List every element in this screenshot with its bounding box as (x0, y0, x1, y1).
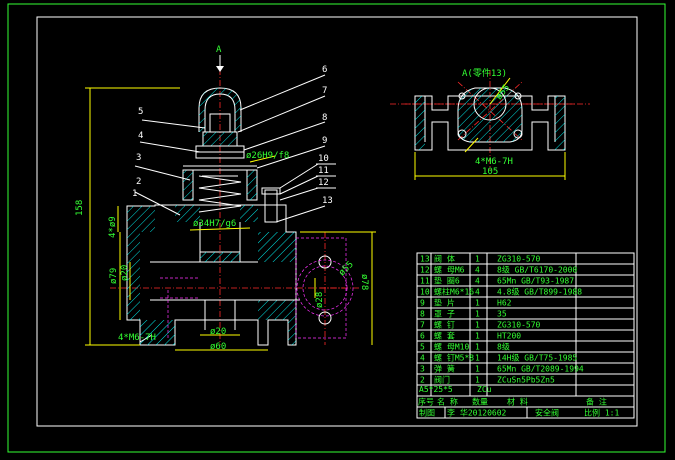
balloon-10: 10 (318, 154, 329, 164)
bom-overlap-label-2: ZCu (477, 385, 492, 394)
bom-cell-material: HT200 (497, 332, 521, 341)
balloon-11: 11 (318, 166, 329, 176)
bom-cell-qty: 1 (475, 354, 480, 363)
bom-cell-name: 阀门 (434, 375, 450, 385)
bom-cell-name: 垫 圈6 (434, 276, 460, 286)
bom-cell-name: 螺 母M6 (434, 265, 465, 275)
dim-d28-right: ø28 (315, 292, 325, 308)
bom-border (416, 252, 635, 419)
bom-cell-name: 螺柱M6*16 (434, 287, 474, 297)
bom-cell-name: 螺 母M10 (434, 342, 469, 352)
bom-cell-qty: 1 (475, 332, 480, 341)
bom-cell-material: 65Mn GB/T93-1987 (497, 277, 574, 286)
bom-cell-material: 8级 GB/T6170-2000 (497, 265, 577, 275)
dim-m7h-section: 4*M6-7H (475, 157, 513, 167)
bom-cell-material: 8级 (497, 342, 510, 352)
inner-frame (36, 16, 638, 427)
balloon-8: 8 (322, 113, 327, 123)
dim-fit-h7: ø34H7/g6 (193, 219, 236, 229)
bom-cell-material: ZG310-570 (497, 255, 541, 264)
outer-frame (7, 3, 666, 453)
bom-cell-qty: 1 (475, 365, 480, 374)
dim-d20-left: ø20 (120, 265, 130, 281)
bom-cell-no: 9 (420, 299, 425, 308)
bom-cell-no: 3 (420, 365, 425, 374)
bom-cell-name: 垫 片 (434, 298, 455, 308)
bom-cell-no: 8 (420, 310, 425, 319)
bom-cell-no: 13 (420, 255, 430, 264)
drawing-title: 安全阀 (535, 408, 559, 418)
dim-d20-bottom: ø20 (210, 327, 226, 337)
drawer-value: 李 华20120602 (447, 408, 507, 418)
dim-158: 158 (75, 200, 85, 216)
bom-head-qty: 数量 (472, 397, 488, 407)
dim-d55-right: ø55 (337, 260, 356, 279)
balloon-7: 7 (322, 86, 327, 96)
dim-m7h-bottom: 4*M6-7H (118, 333, 156, 343)
bom-head-name: 名 称 (437, 397, 458, 407)
bom-cell-qty: 1 (475, 255, 480, 264)
leader-lines (134, 74, 336, 343)
dim-d78-right: ø78 (359, 274, 369, 290)
bom-cell-no: 5 (420, 343, 425, 352)
bom-cell-name: 罩 子 (434, 310, 455, 319)
dim-4-d9: 4*ø9 (108, 216, 118, 238)
balloon-12: 12 (318, 178, 329, 188)
bom-cell-qty: 4 (475, 266, 480, 275)
balloon-6: 6 (322, 65, 327, 75)
bom-cell-material: 35 (497, 310, 507, 319)
bom-cell-no: 6 (420, 332, 425, 341)
bom-cell-material: 14H级 GB/T75-1985 (497, 353, 577, 363)
bom-cell-name: 阀 体 (434, 254, 455, 264)
bom-cell-name: 螺 钉M5*8 (434, 353, 474, 363)
bom-cell-no: 4 (420, 354, 425, 363)
bom-cell-no: 7 (420, 321, 425, 330)
dim-d60: ø60 (210, 342, 226, 352)
main-section-view: A ø26H9/f8 ø34H7/g6 158 4*ø9 ø79 ø20 ø20… (75, 45, 376, 352)
dim-d79-left: ø79 (109, 268, 119, 284)
balloon-2: 2 (136, 177, 141, 187)
bom-cell-qty: 1 (475, 310, 480, 319)
bom-cell-name: 螺 钉 (434, 320, 455, 330)
balloon-3: 3 (136, 153, 141, 163)
bom-cell-qty: 1 (475, 343, 480, 352)
bom-cell-material: 65Mn GB/T2089-1994 (497, 365, 584, 374)
dim-105: 105 (482, 167, 498, 177)
bom-cell-name: 螺 套 (434, 331, 455, 341)
bom-head-material: 材 料 (507, 397, 528, 407)
bom-cell-no: 10 (420, 288, 430, 297)
balloon-5: 5 (138, 107, 143, 117)
balloon-9: 9 (322, 136, 327, 146)
bom-cell-material: 4.8级 GB/T899-1988 (497, 287, 582, 297)
bom-overlap-label: A5*25*5 (419, 385, 453, 394)
section-view-a: A(零件13) ø55 4*M6-7H 105 (390, 67, 590, 180)
bom-cell-no: 11 (420, 277, 430, 286)
bom-cell-no: 2 (420, 376, 425, 385)
bom-cell-qty: 4 (475, 277, 480, 286)
drawer-label: 制图 (419, 408, 435, 418)
dim-fit-h9: ø26H9/f8 (246, 151, 289, 161)
bom-cell-qty: 1 (475, 299, 480, 308)
bom-cell-material: ZG310-570 (497, 321, 541, 330)
view-a-label: A (216, 45, 222, 55)
bom-head-no: 序号 (418, 397, 434, 407)
bom-cell-material: ZCuSn5Pb5Zn5 (497, 376, 555, 385)
balloon-1: 1 (132, 189, 137, 199)
bom-cell-material: H62 (497, 299, 512, 308)
section-a-title: A(零件13) (462, 67, 507, 79)
bom-head-note: 备 注 (586, 397, 607, 407)
bom-cell-no: 12 (420, 266, 430, 275)
bom-cell-qty: 4 (475, 288, 480, 297)
drawing-scale: 比例 1:1 (584, 408, 619, 418)
bom-cell-qty: 1 (475, 376, 480, 385)
balloon-4: 4 (138, 131, 143, 141)
balloon-13: 13 (322, 196, 333, 206)
bom-cell-qty: 1 (475, 321, 480, 330)
bom-cell-name: 弹 簧 (434, 364, 455, 374)
